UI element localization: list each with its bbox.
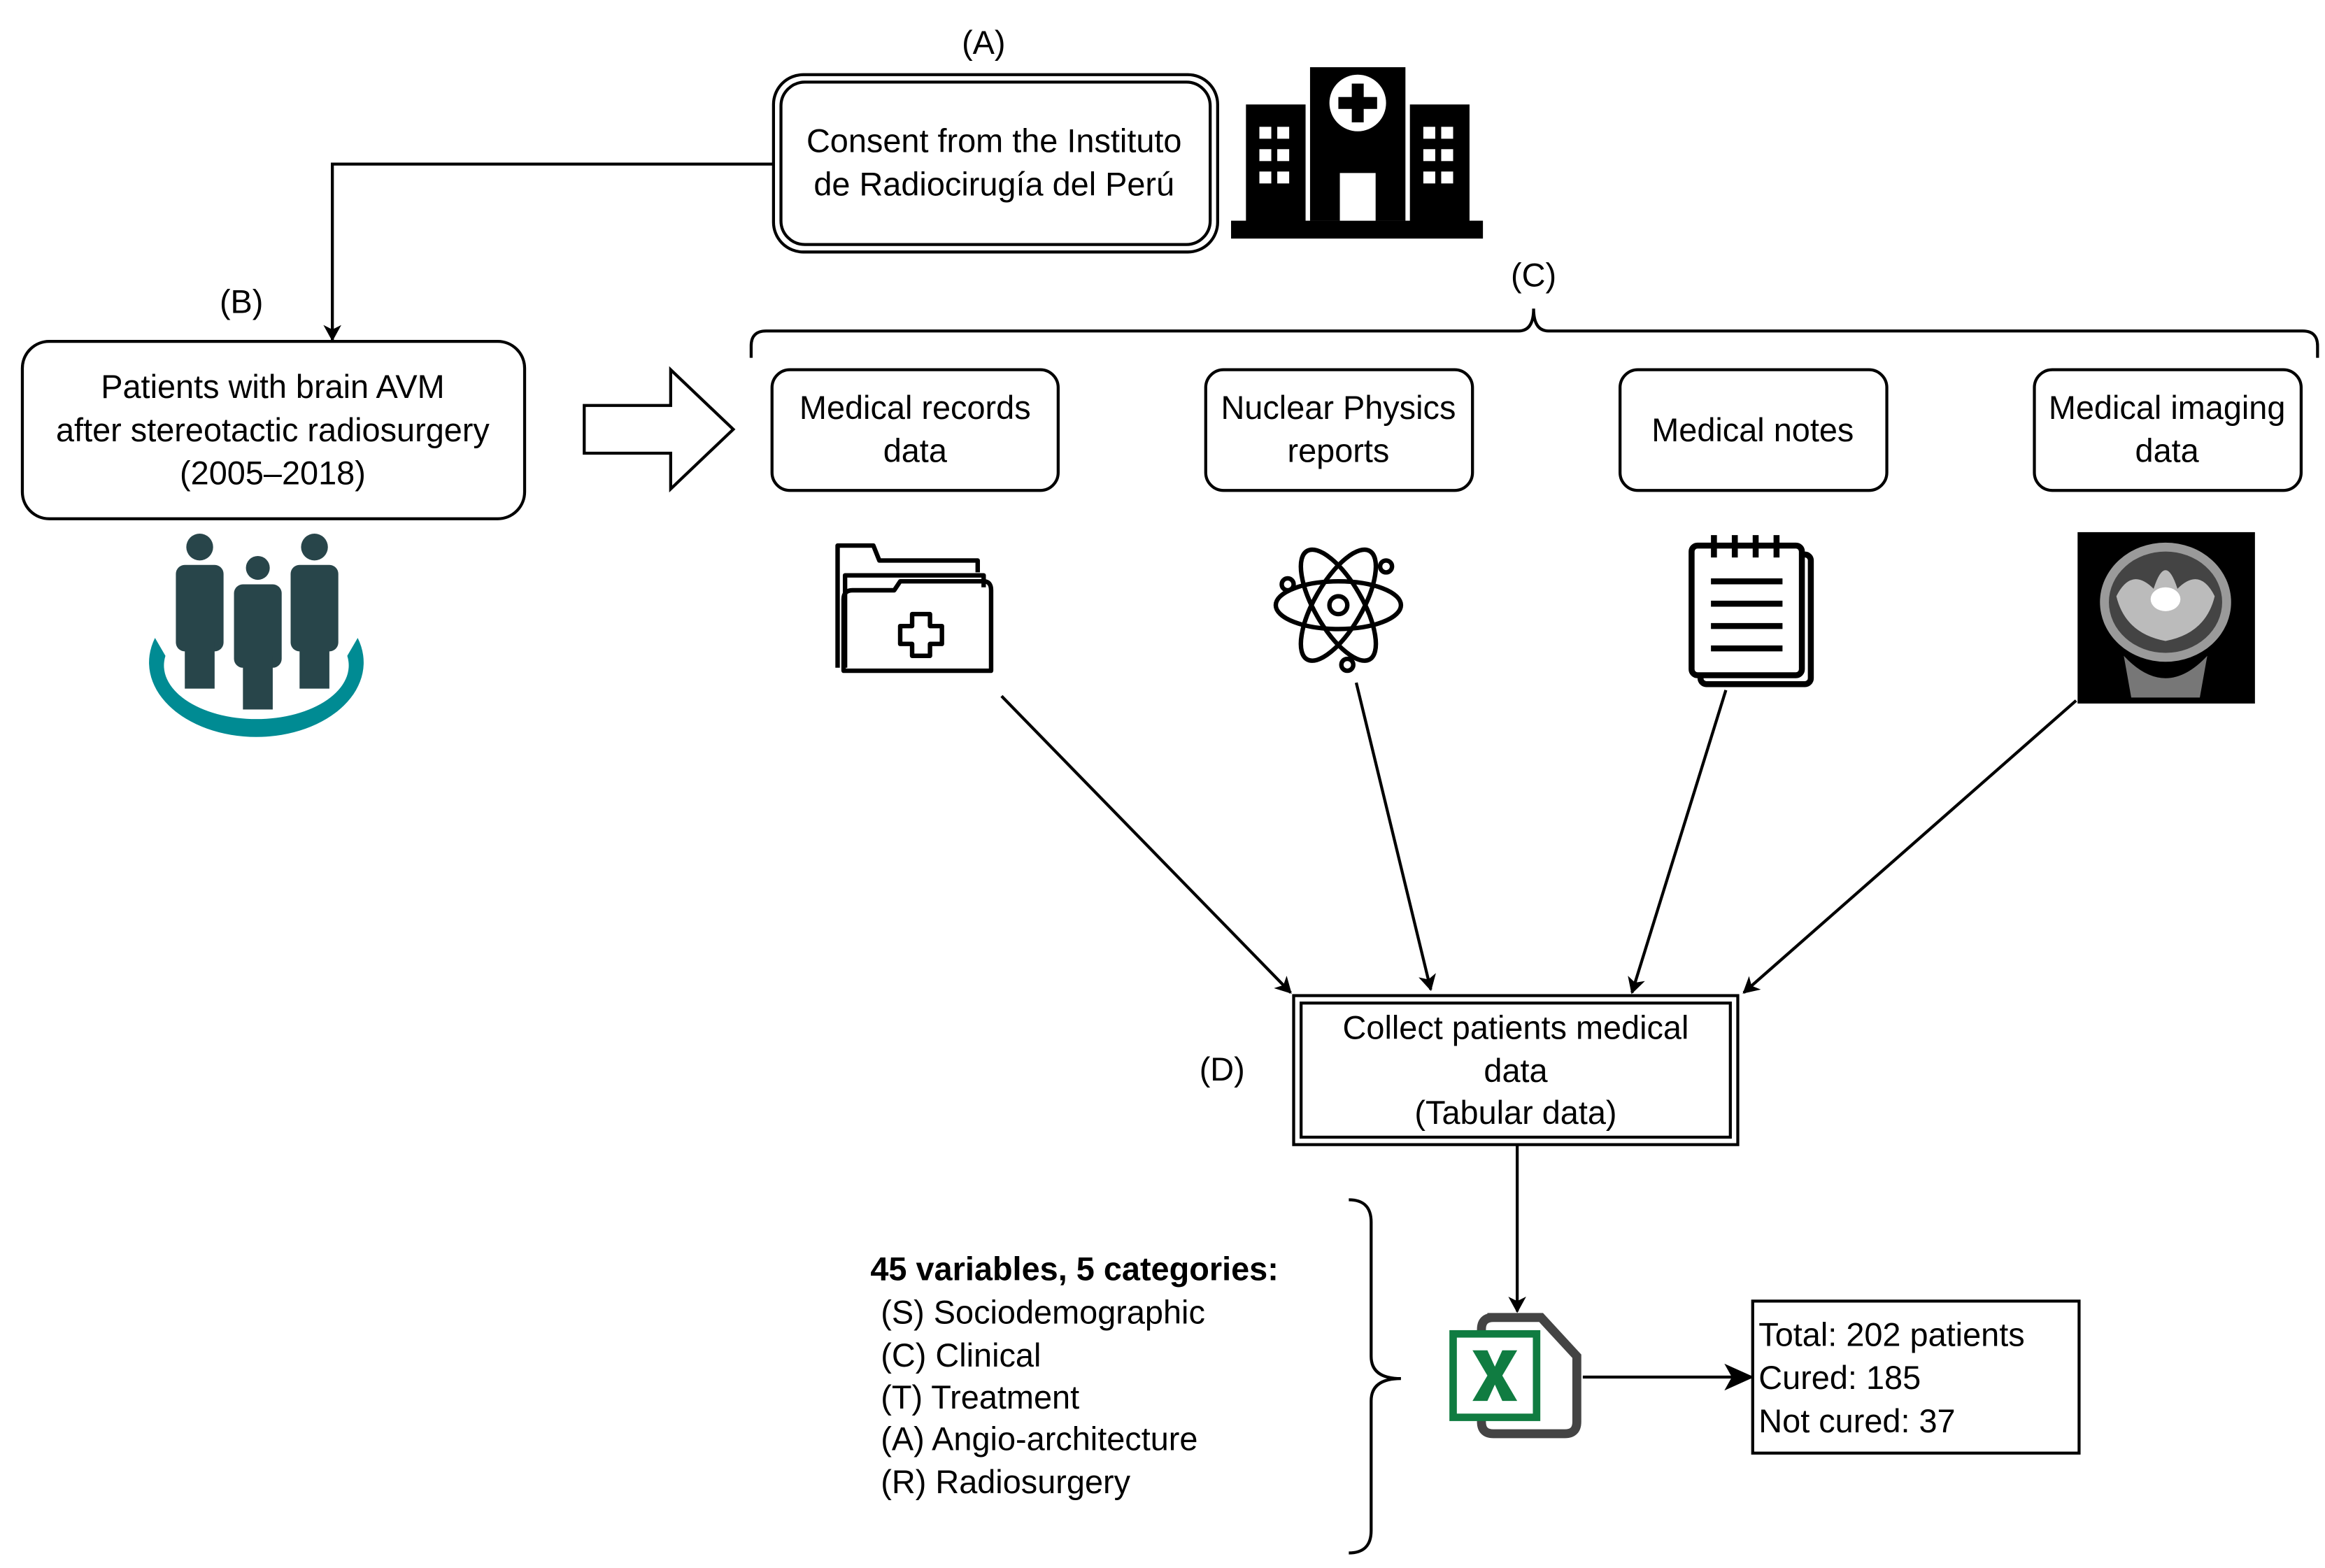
source-line: data (2135, 433, 2200, 469)
summary-not-cured: Not cured: 37 (1758, 1403, 1955, 1439)
collect-line: (Tabular data) (1414, 1095, 1616, 1131)
patients-line: Patients with brain AVM (101, 369, 444, 405)
collect-box: Collect patients medical data (Tabular d… (1292, 994, 1740, 1146)
variable-category: (C) Clinical (881, 1337, 1041, 1374)
source-line: Nuclear Physics (1221, 390, 1456, 426)
consent-to-patients-arrow (323, 162, 774, 342)
label-b: (B) (220, 284, 263, 320)
hospital-icon (1231, 67, 1484, 239)
source-line: reports (1288, 433, 1390, 469)
source-arrows (1000, 682, 2077, 995)
consent-box: Consent from the Instituto de Radiocirug… (772, 73, 1219, 254)
sources-brace (749, 308, 2319, 358)
notepad-icon (1688, 535, 1814, 687)
source-box-medical-imaging: Medical imaging data (2033, 368, 2303, 492)
patients-box: Patients with brain AVM after stereotact… (20, 340, 527, 520)
source-line: Medical records (799, 390, 1031, 426)
variable-category: (S) Sociodemographic (881, 1294, 1205, 1330)
patients-line: after stereotactic radiosurgery (56, 412, 490, 448)
source-box-nuclear-physics: Nuclear Physics reports (1204, 368, 1474, 492)
source-line: Medical imaging (2049, 390, 2286, 426)
atom-icon (1273, 547, 1404, 673)
source-box-medical-notes: Medical notes (1619, 368, 1889, 492)
summary-total: Total: 202 patients (1758, 1316, 2024, 1353)
variable-category: (R) Radiosurgery (881, 1464, 1130, 1500)
patients-group-icon (149, 534, 364, 737)
label-c: (C) (1511, 257, 1556, 293)
collect-line: Collect patients medical (1343, 1009, 1689, 1046)
source-box-medical-records: Medical records data (770, 368, 1060, 492)
label-a: (A) (962, 24, 1005, 61)
summary-cured: Cured: 185 (1758, 1360, 1921, 1396)
excel-file-icon (1449, 1313, 1581, 1439)
collect-line: data (1484, 1053, 1548, 1089)
variables-title: 45 variables, 5 categories: (870, 1251, 1278, 1288)
variable-category: (T) Treatment (881, 1379, 1079, 1416)
consent-line: de Radiocirugía del Perú (813, 166, 1174, 202)
variables-brace (1349, 1198, 1401, 1555)
variables-list: 45 variables, 5 categories: (S) Sociodem… (870, 1251, 1278, 1501)
label-d: (D) (1200, 1051, 1245, 1088)
source-line: data (883, 433, 948, 469)
hollow-arrow (583, 366, 736, 493)
patients-line: (2005–2018) (180, 455, 366, 492)
medical-folder-icon (835, 543, 994, 673)
variable-category: (A) Angio-architecture (881, 1420, 1197, 1457)
consent-line: Consent from the Instituto (806, 123, 1182, 159)
summary-box: Total: 202 patients Cured: 185 Not cured… (1751, 1299, 2081, 1455)
brain-mri-icon (2077, 532, 2255, 704)
source-line: Medical notes (1651, 412, 1854, 448)
